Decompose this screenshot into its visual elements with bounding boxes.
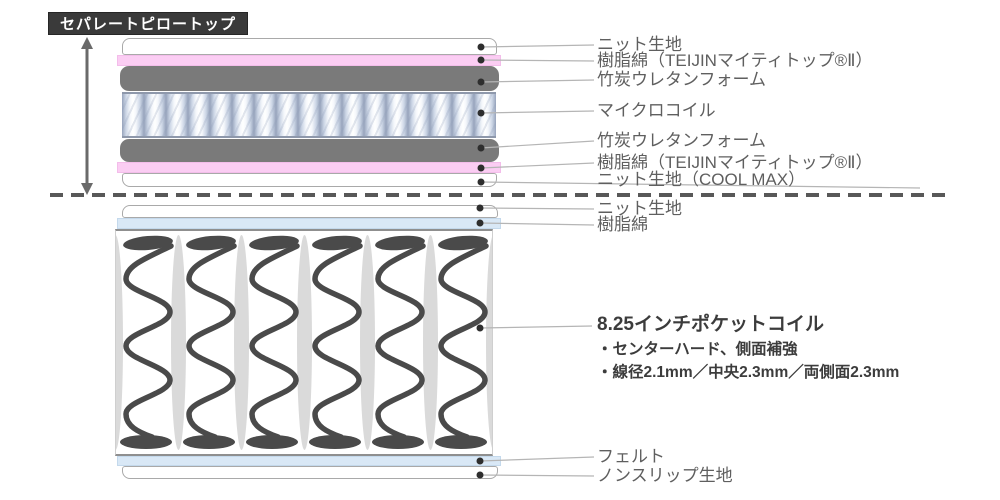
pillowtop-resin-layer	[117, 55, 501, 66]
label-resin-bottom: 樹脂綿（TEIJINマイティトップ®Ⅱ）	[597, 153, 873, 172]
pocket-divider	[423, 235, 438, 450]
coil-spring-icon	[309, 235, 363, 449]
main-knit-layer	[122, 205, 498, 218]
pocket-divider	[297, 235, 312, 450]
pillowtop-resin-layer-2	[117, 162, 501, 173]
coil-spring-icon	[246, 235, 300, 449]
main-resin-layer	[117, 218, 501, 229]
coil-spring-icon	[372, 235, 426, 449]
label-nonslip: ノンスリップ生地	[597, 466, 733, 485]
coil-spring-icon	[183, 235, 237, 449]
coil-spec-bullet2: ・線径2.1mm／中央2.3mm／両側面2.3mm	[597, 364, 900, 381]
height-range-arrow	[81, 37, 93, 195]
pocket-divider	[360, 235, 375, 450]
pocket-divider	[486, 235, 492, 450]
main-nonslip-layer	[122, 466, 498, 479]
coil-spec-block: 8.25インチポケットコイル ・センターハード、側面補強 ・線径2.1mm／中央…	[597, 313, 899, 382]
coil-spec-title: 8.25インチポケットコイル	[597, 314, 824, 335]
pocket-divider	[171, 235, 186, 450]
main-felt-layer	[117, 456, 501, 466]
pocket-coil-area	[115, 229, 493, 456]
pillowtop-bamboo-foam-layer-2	[120, 139, 499, 162]
pocket-divider	[116, 235, 123, 450]
label-resin-top: 樹脂綿（TEIJINマイティトップ®Ⅱ）	[597, 51, 873, 70]
label-microcoil: マイクロコイル	[597, 101, 716, 120]
pillowtop-bamboo-foam-layer	[120, 66, 499, 91]
label-felt: フェルト	[597, 447, 665, 466]
separator-dashed-line	[50, 193, 945, 197]
label-resin-main: 樹脂綿	[597, 215, 648, 234]
section-badge: セパレートピロートップ	[48, 12, 249, 35]
coil-spring-icon	[120, 235, 174, 449]
pillowtop-coolmax-layer	[122, 173, 497, 187]
label-knit-top: ニット生地	[597, 35, 682, 54]
label-knit-main: ニット生地	[597, 199, 682, 218]
microcoil-layer	[122, 92, 496, 138]
pillowtop-knit-layer	[122, 38, 497, 55]
label-bamboo-top: 竹炭ウレタンフォーム	[597, 70, 766, 89]
coil-spring-icon	[435, 235, 489, 449]
coil-spec-bullet1: ・センターハード、側面補強	[597, 341, 798, 358]
label-bamboo-bottom: 竹炭ウレタンフォーム	[597, 131, 766, 150]
pocket-divider	[234, 235, 249, 450]
label-knit-coolmax: ニット生地（COOL MAX）	[597, 170, 806, 189]
